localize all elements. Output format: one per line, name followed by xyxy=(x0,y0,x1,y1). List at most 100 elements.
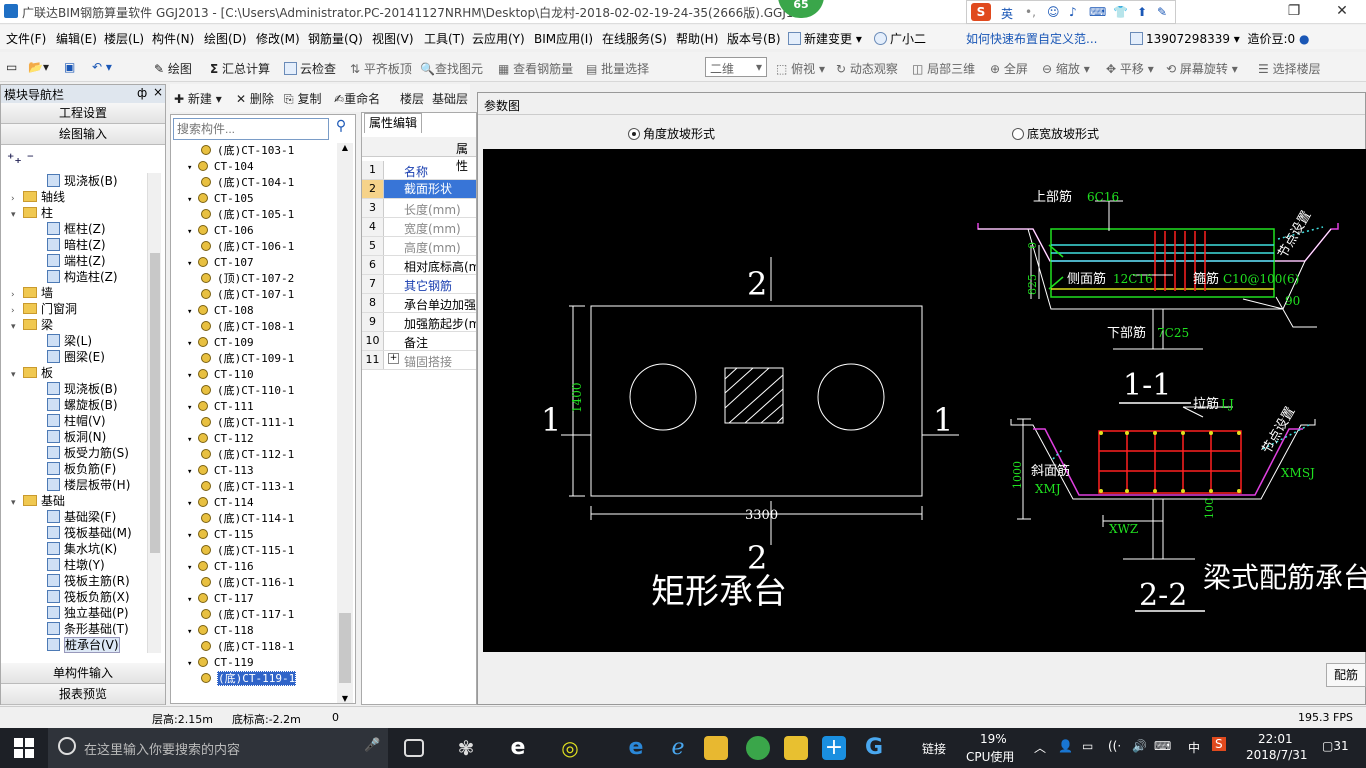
new-change-button[interactable]: 新建变更 ▾ xyxy=(788,30,862,47)
open-folder-icon[interactable]: 📂▾ xyxy=(28,60,49,74)
tree-item[interactable]: 板受力筋(S) xyxy=(47,445,129,461)
tree-label[interactable]: 板洞(N) xyxy=(64,430,107,444)
component-label[interactable]: CT-113 xyxy=(213,464,254,477)
ime-emoji-icon[interactable]: ☺ xyxy=(1047,5,1060,19)
draw-button[interactable]: ✎ 绘图 xyxy=(154,60,192,77)
sogou-tray-icon[interactable]: S xyxy=(1212,737,1226,751)
radio-angle-slope[interactable]: 角度放坡形式 xyxy=(628,125,715,142)
component-label[interactable]: (底)CT-111-1 xyxy=(217,416,295,429)
collapse-icon[interactable]: ▾ xyxy=(187,403,198,413)
tree-item[interactable]: 构造柱(Z) xyxy=(47,269,118,285)
ime-keyboard-icon[interactable]: ⌨ xyxy=(1089,5,1107,19)
ime-up-icon[interactable]: ⬆ xyxy=(1137,5,1148,19)
fullscreen-label[interactable]: 全屏 xyxy=(1003,62,1028,76)
component-item[interactable]: ▾ CT-109 xyxy=(187,335,254,351)
account-phone[interactable]: 13907298339 xyxy=(1146,32,1230,46)
component-label[interactable]: CT-116 xyxy=(213,560,254,573)
ime-voice-icon[interactable]: ♪ xyxy=(1069,5,1077,19)
tree-label[interactable]: 基础梁(F) xyxy=(64,510,117,524)
tree-item[interactable]: 筏板负筋(X) xyxy=(47,589,130,605)
component-label[interactable]: CT-107 xyxy=(213,256,254,269)
component-child-item[interactable]: (顶)CT-107-2 xyxy=(201,271,294,287)
new-file-icon[interactable]: ▭ xyxy=(6,60,18,74)
pan-label[interactable]: 平移 xyxy=(1119,62,1144,76)
radio-angle-label[interactable]: 角度放坡形式 xyxy=(643,127,716,141)
pan-button[interactable]: ✥ 平移 ▾ xyxy=(1106,62,1154,76)
tree-item[interactable]: 独立基础(P) xyxy=(47,605,129,621)
new-change-label[interactable]: 新建变更 xyxy=(804,32,853,46)
component-item[interactable]: ▾ CT-116 xyxy=(187,559,254,575)
component-child-item[interactable]: (底)CT-113-1 xyxy=(201,479,294,495)
tree-label[interactable]: 暗柱(Z) xyxy=(64,238,106,252)
ime-skin-icon[interactable]: 👕 xyxy=(1113,5,1128,19)
search-icon[interactable]: ⚲ xyxy=(335,118,347,134)
clock-date[interactable]: 2018/7/31 xyxy=(1246,748,1308,762)
collapse-icon[interactable]: ▾ xyxy=(187,259,198,269)
tray-up-chevron-icon[interactable]: ︿ xyxy=(1034,741,1047,755)
tree-label[interactable]: 圈梁(E) xyxy=(64,350,105,364)
edge-icon[interactable]: e xyxy=(628,735,644,760)
component-label[interactable]: (底)CT-117-1 xyxy=(217,608,295,621)
component-child-item[interactable]: (底)CT-112-1 xyxy=(201,447,294,463)
component-child-item[interactable]: (底)CT-115-1 xyxy=(201,543,294,559)
tree-label[interactable]: 柱墩(Y) xyxy=(64,558,105,572)
menu-floor[interactable]: 楼层(L) xyxy=(104,32,145,46)
radio-checked-icon[interactable] xyxy=(628,128,640,140)
collapse-icon[interactable]: ▾ xyxy=(187,595,198,605)
project-settings-button[interactable]: 工程设置 xyxy=(1,103,165,124)
menu-file[interactable]: 文件(F) xyxy=(6,32,47,46)
tree-folder[interactable]: ▾柱 xyxy=(11,205,53,221)
tree-label[interactable]: 板受力筋(S) xyxy=(64,446,129,460)
nav-close-icon[interactable]: × xyxy=(153,85,164,99)
tree-item[interactable]: 暗柱(Z) xyxy=(47,237,106,253)
component-label[interactable]: (底)CT-109-1 xyxy=(217,352,295,365)
property-name[interactable]: 备注 xyxy=(404,336,429,350)
property-name[interactable]: 锚固搭接 xyxy=(404,355,453,369)
tab-property-edit[interactable]: 属性编辑 xyxy=(364,113,422,133)
bean-icon[interactable]: ● xyxy=(1298,32,1310,46)
scroll-up-icon[interactable]: ▲ xyxy=(341,143,349,152)
tree-item[interactable]: 框柱(Z) xyxy=(47,221,106,237)
tree-item[interactable]: 筏板基础(M) xyxy=(47,525,132,541)
find-element-label[interactable]: 查找图元 xyxy=(434,62,483,76)
wifi-icon[interactable]: ((· xyxy=(1108,739,1122,753)
component-item[interactable]: ▾ CT-119 xyxy=(187,655,254,671)
collapse-icon[interactable]: ▾ xyxy=(11,210,16,220)
tree-label[interactable]: 轴线 xyxy=(41,190,66,204)
expand-icon[interactable]: › xyxy=(11,194,15,204)
component-item[interactable]: ▾ CT-114 xyxy=(187,495,254,511)
component-child-item[interactable]: (底)CT-108-1 xyxy=(201,319,294,335)
component-item[interactable]: ▾ CT-117 xyxy=(187,591,254,607)
collapse-icon[interactable]: ▾ xyxy=(187,163,198,173)
top-view-button[interactable]: ⬚ 俯视 ▾ xyxy=(776,62,826,76)
tree-label[interactable]: 筏板负筋(X) xyxy=(64,590,130,604)
component-label[interactable]: CT-109 xyxy=(213,336,254,349)
tree-label[interactable]: 桩承台(V) xyxy=(64,637,120,653)
select-floor-button[interactable]: ☰ 选择楼层 xyxy=(1258,60,1321,77)
new-component-label[interactable]: 新建 xyxy=(187,92,212,106)
taskbar-search-placeholder[interactable]: 在这里输入你要搜索的内容 xyxy=(84,743,241,758)
tree-label[interactable]: 现浇板(B) xyxy=(64,174,118,188)
undo-icon[interactable]: ↶ ▾ xyxy=(92,60,112,74)
component-label[interactable]: (底)CT-104-1 xyxy=(217,176,295,189)
new-component-button[interactable]: ✚ 新建 ▾ xyxy=(174,92,222,106)
delete-button[interactable]: ✕ 删除 xyxy=(236,90,274,107)
nav-scroll-thumb[interactable] xyxy=(150,253,160,553)
component-scroll-thumb[interactable] xyxy=(339,613,351,683)
tree-label[interactable]: 梁 xyxy=(41,318,54,332)
property-name[interactable]: 其它钢筋 xyxy=(404,279,453,293)
windows-start-icon[interactable] xyxy=(14,738,34,758)
edge-legacy-icon[interactable]: e xyxy=(510,735,526,760)
collapse-icon[interactable]: ▾ xyxy=(187,563,198,573)
component-item[interactable]: ▾ CT-105 xyxy=(187,191,254,207)
menu-modify[interactable]: 修改(M) xyxy=(256,32,300,46)
tree-label[interactable]: 楼层板带(H) xyxy=(64,478,131,492)
tree-item[interactable]: 条形基础(T) xyxy=(47,621,129,637)
component-label[interactable]: (底)CT-118-1 xyxy=(217,640,295,653)
tree-item[interactable]: 柱墩(Y) xyxy=(47,557,105,573)
